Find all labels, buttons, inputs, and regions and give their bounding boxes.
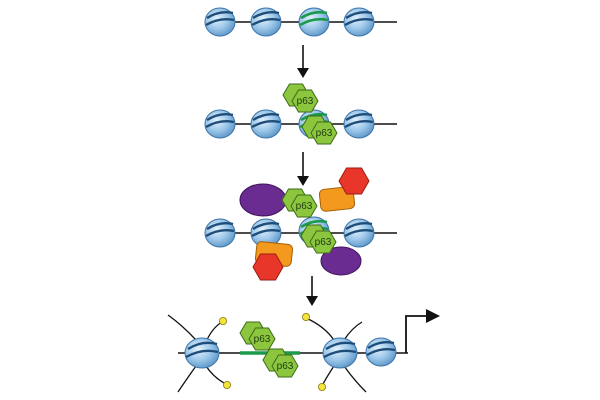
p63-hexagon-icon: p63 bbox=[281, 188, 318, 218]
p63-label: p63 bbox=[315, 237, 332, 248]
p63-label: p63 bbox=[277, 361, 294, 372]
p63-hexagon-icon: p63 bbox=[301, 115, 338, 145]
p63-hexagon-icon: p63 bbox=[300, 224, 337, 254]
p63-label: p63 bbox=[296, 201, 313, 212]
histone-mark-icon bbox=[301, 312, 311, 322]
arrow-down-icon bbox=[297, 152, 309, 186]
arrow-down-icon bbox=[297, 45, 309, 78]
histone-mark-icon bbox=[317, 382, 327, 392]
purple-cofactor bbox=[239, 183, 287, 217]
nucleosome-icon bbox=[249, 6, 283, 38]
step-1-closed-chromatin bbox=[203, 6, 397, 38]
nucleosome-icon bbox=[342, 6, 376, 38]
nucleosome-icon bbox=[203, 6, 237, 38]
p63-hexagon-icon: p63 bbox=[239, 321, 276, 351]
step-3-cofactor-recruitment: p63 p63 bbox=[203, 167, 397, 281]
step-4-open-chromatin-activation: p63 p63 bbox=[167, 309, 440, 393]
nucleosome-icon bbox=[342, 108, 376, 140]
histone-mark-icon bbox=[222, 380, 232, 390]
nucleosome-with-histone-tails bbox=[167, 314, 232, 393]
p63-label: p63 bbox=[254, 334, 271, 345]
histone-mark-icon bbox=[218, 316, 228, 326]
nucleosome-icon bbox=[203, 217, 237, 249]
p63-label: p63 bbox=[297, 96, 314, 107]
nucleosome-icon bbox=[342, 217, 376, 249]
p63-label: p63 bbox=[316, 128, 333, 139]
nucleosome-icon bbox=[364, 336, 398, 368]
step-2-p63-binding: p63 p63 bbox=[203, 83, 397, 145]
arrow-down-icon bbox=[306, 276, 318, 306]
nucleosome-icon bbox=[203, 108, 237, 140]
nucleosome-icon bbox=[249, 108, 283, 140]
nucleosome-with-binding-site-icon bbox=[297, 6, 331, 38]
p63-hexagon-icon: p63 bbox=[262, 348, 299, 378]
nucleosome-with-histone-tails bbox=[301, 312, 367, 393]
purple-cofactor bbox=[320, 246, 362, 276]
transcription-start-arrow-icon bbox=[405, 309, 440, 353]
p63-hexagon-icon: p63 bbox=[282, 83, 319, 113]
